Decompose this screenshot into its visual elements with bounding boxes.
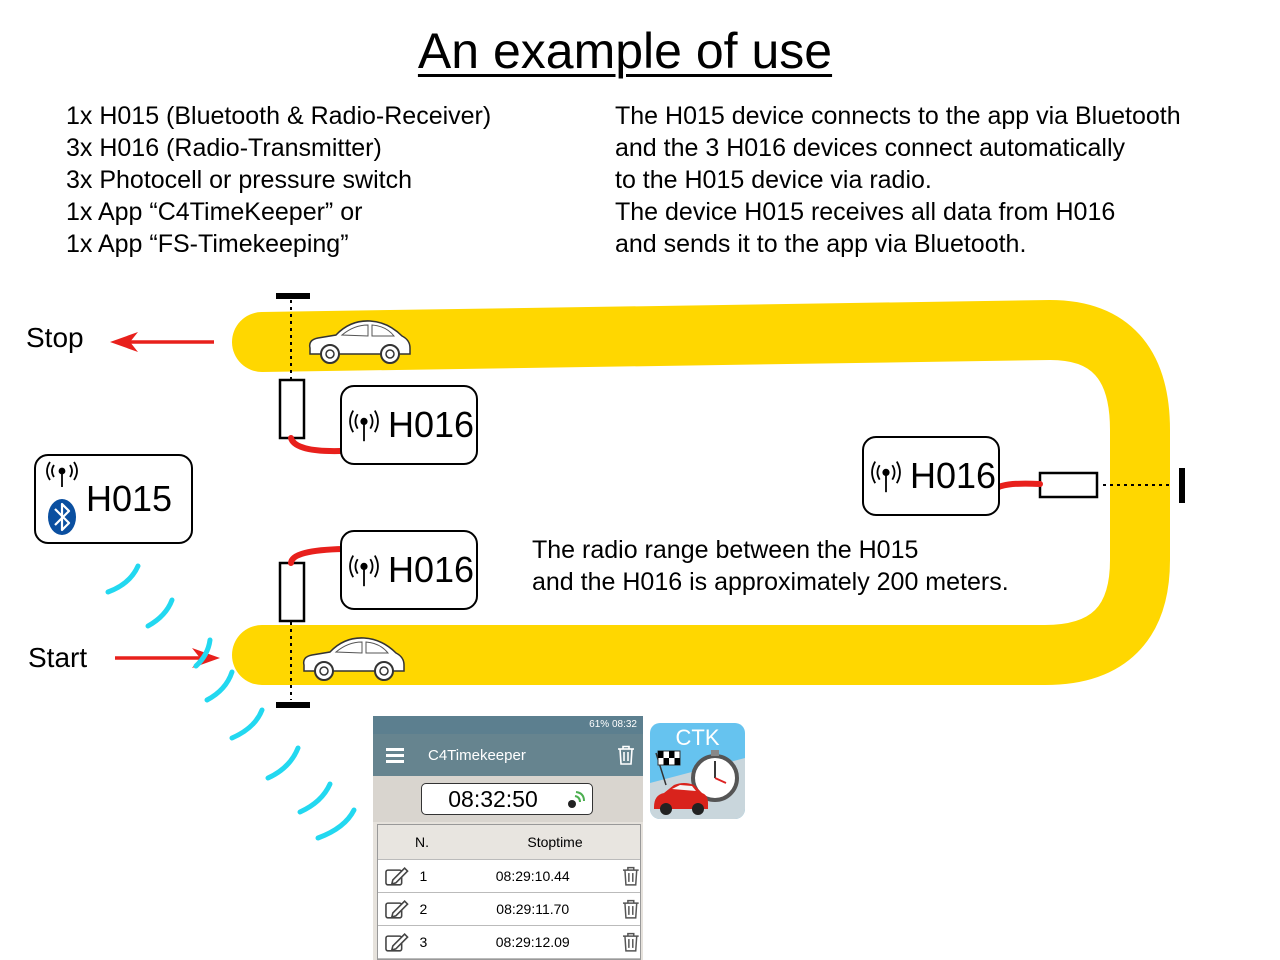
trash-icon[interactable] [622,932,640,952]
clock-area: 08:32:50 [373,776,643,822]
status-bar: 61% 08:32 [373,716,643,734]
race-track [232,300,1170,685]
equipment-item: 1x H015 (Bluetooth & Radio-Receiver) [66,102,492,130]
cable-stop [288,435,343,455]
h016-start-label: H016 [388,549,475,590]
phone-app-screenshot: 61% 08:32 C4Timekeeper 08:32:50 N. Stopt… [373,716,643,960]
h015-receiver-box: H015 [34,454,193,544]
receiver-icons [46,461,78,535]
column-n: N. [415,834,429,850]
description-line: and sends it to the app via Bluetooth. [615,230,1027,258]
antenna-icon [349,410,379,442]
description-line: The device H015 receives all data from H… [615,198,1116,226]
column-stoptime: Stoptime [527,834,583,850]
page-title: An example of use [417,23,833,79]
h016-mid-label: H016 [910,455,997,496]
h016-start-box: H016 [340,530,478,610]
trash-icon[interactable] [617,745,635,765]
equipment-item: 3x Photocell or pressure switch [66,166,412,194]
table-row[interactable]: 3 08:29:12.09 [378,926,640,959]
h016-mid-box: H016 [862,436,1000,516]
h015-label: H015 [86,478,173,519]
range-line: The radio range between the H015 [532,536,919,564]
description-line: to the H015 device via radio. [615,166,932,194]
row-stoptime: 08:29:11.70 [496,901,570,917]
app-icon-art [650,750,745,819]
cable-start [288,546,347,566]
app-toolbar: C4Timekeeper [373,734,643,776]
h016-stop-box: H016 [340,385,478,465]
checkered-flag-icon [655,750,681,786]
bluetooth-icon [48,499,76,535]
row-number: 2 [419,901,428,917]
photocell-icon [278,561,306,623]
edit-icon[interactable] [384,931,410,953]
stop-arrow [110,332,214,352]
edit-icon[interactable] [384,865,410,887]
car-icon [302,637,405,681]
stop-label: Stop [26,322,84,353]
app-icon-ctk[interactable]: CTK [650,723,745,819]
equipment-item: 3x H016 (Radio-Transmitter) [66,134,382,162]
signal-icon [568,791,585,808]
description-line: and the 3 H016 devices connect automatic… [615,134,1126,162]
row-stoptime: 08:29:12.09 [495,934,570,950]
antenna-icon [871,461,901,493]
stopwatch-icon [691,750,739,802]
antenna-icon [349,555,379,587]
table-header: N. Stoptime [378,825,640,860]
app-icon-label: CTK [675,725,720,750]
antenna-icon [46,461,78,487]
clock-time: 08:32:50 [448,786,538,812]
equipment-item: 1x App “FS-Timekeeping” [66,230,349,258]
car-icon [308,320,411,364]
stoptime-table: N. Stoptime 1 08:29:10.44 2 [377,824,641,960]
table-row[interactable]: 1 08:29:10.44 [378,860,640,893]
row-number: 1 [419,868,428,884]
radio-waves [105,563,357,841]
menu-icon[interactable] [386,745,404,766]
equipment-item: 1x App “C4TimeKeeper” or [66,198,363,226]
trash-icon[interactable] [622,866,640,886]
photocell-icon [1038,471,1099,499]
table-row[interactable]: 2 08:29:11.70 [378,893,640,926]
edit-icon[interactable] [384,898,410,920]
photocell-icon [278,378,306,440]
description-text: The H015 device connects to the app via … [615,100,1181,260]
range-note: The radio range between the H015 and the… [532,534,1009,598]
cable-mid [992,480,1043,493]
start-label: Start [28,642,88,673]
range-line: and the H016 is approximately 200 meters… [532,568,1009,596]
app-title: C4Timekeeper [428,746,526,764]
equipment-list: 1x H015 (Bluetooth & Radio-Receiver) 3x … [66,100,491,260]
description-line: The H015 device connects to the app via … [615,102,1181,130]
row-stoptime: 08:29:10.44 [495,868,570,884]
row-number: 3 [419,934,428,950]
h016-stop-label: H016 [388,404,475,445]
clock-display: 08:32:50 [421,783,593,815]
trash-icon[interactable] [622,899,640,919]
car-icon [654,783,708,815]
